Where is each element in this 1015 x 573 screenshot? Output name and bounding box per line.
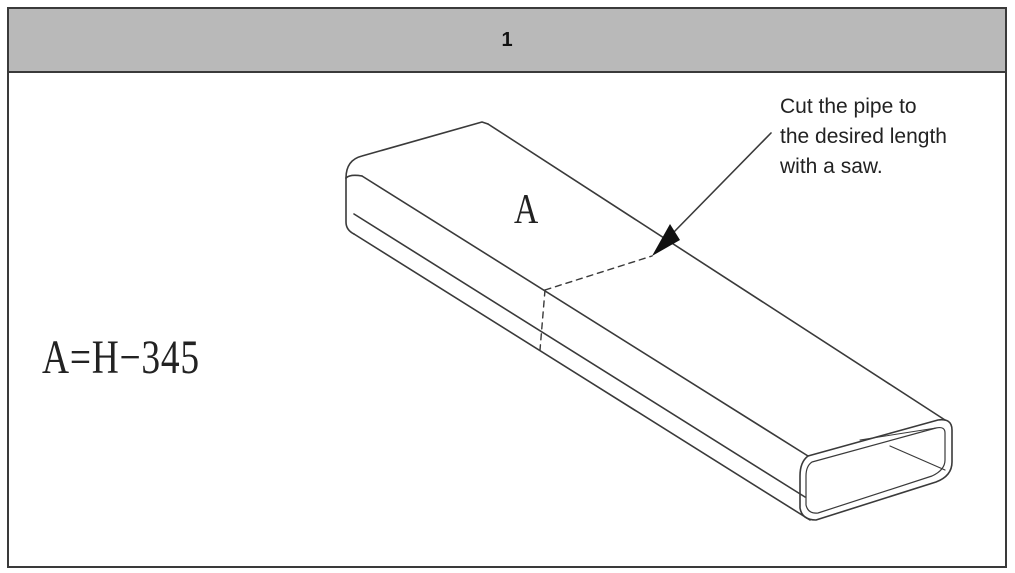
callout-line-3: with a saw. [780, 155, 883, 178]
pointer-arrow-icon [652, 224, 680, 256]
side-bottom-edge [353, 233, 811, 521]
cut-instruction-callout: Cut the pipe to the desired length with … [780, 92, 995, 182]
face-label-a: A [514, 187, 539, 233]
top-back-edge [487, 123, 946, 421]
front-end-opening [805, 426, 946, 514]
cut-line [544, 255, 653, 291]
step-number: 1 [501, 28, 513, 51]
pointer-line [671, 132, 772, 235]
front-end-cap [799, 418, 953, 521]
back-end-cap [345, 121, 489, 179]
callout-line-2: the desired length [780, 125, 947, 148]
length-formula: A=H−345 [42, 331, 200, 384]
callout-line-1: Cut the pipe to [780, 95, 917, 118]
top-front-edge [361, 175, 809, 457]
instruction-panel: 1 [7, 7, 1007, 568]
step-header: 1 [9, 9, 1005, 73]
